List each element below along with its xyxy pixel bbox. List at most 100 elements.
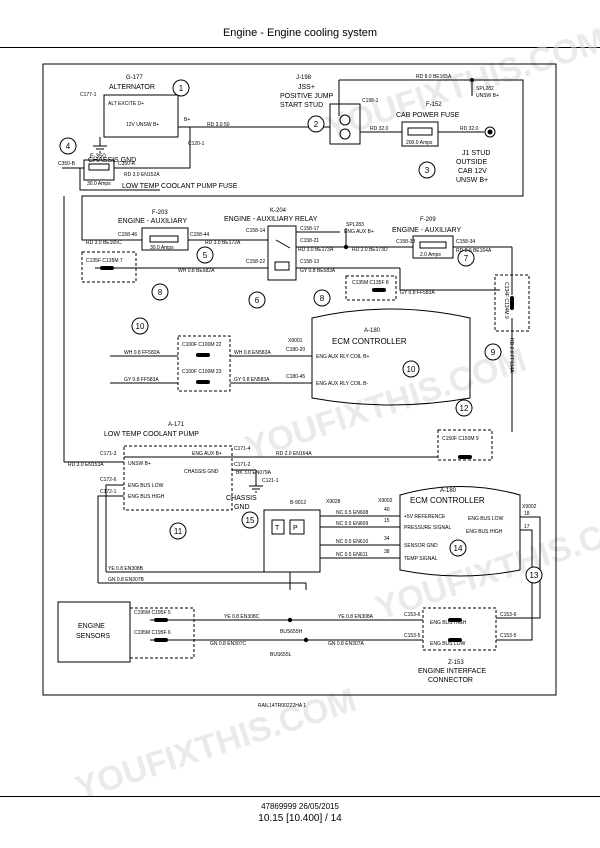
eic-c5r: C153-5 xyxy=(500,633,517,639)
connector-c195-box xyxy=(129,607,195,659)
callout-number: 10 xyxy=(407,365,416,374)
sensor-t-label: T xyxy=(275,525,280,532)
callout-number: 13 xyxy=(530,571,539,580)
wire-label-ye308a: YE 0.8 EN308A xyxy=(338,614,374,620)
wire-label-rd3-173a: RD 3.0 BE173A xyxy=(298,247,334,253)
callout-4: 4 xyxy=(59,137,77,155)
spl283-id: SPL283 xyxy=(346,222,364,228)
chassis-gnd-mid-conn: C121-1 xyxy=(262,478,279,484)
bus-l-label: BUS655L xyxy=(270,652,292,658)
callout-number: 1 xyxy=(179,84,184,93)
aux-fuse-right-element xyxy=(419,241,447,249)
wire-label-rd3-50: RD 3.0 50 xyxy=(207,122,230,128)
ltcp-c6: C172-6 xyxy=(100,477,117,483)
aux-fuse-right-c38: C158-38 xyxy=(396,239,415,245)
engine-sensors-l1: ENGINE xyxy=(78,623,105,630)
ecm-top-p20: C180-20 xyxy=(286,347,305,353)
callout-6: 6 xyxy=(248,291,266,309)
jump-stud-id: J-198 xyxy=(296,75,312,81)
wire-label-gy583a-r: GY 0.8 FF583A xyxy=(400,290,435,296)
connector-c134-label: C134F C134M 9 xyxy=(503,282,509,319)
cab-fuse-rating: 200.0 Amps xyxy=(406,140,433,146)
eic-c6: C153-6 xyxy=(404,612,421,618)
ecm-top-conn: X9001 xyxy=(288,338,303,344)
callout-number: 4 xyxy=(66,142,71,151)
eic-c6r: C153-6 xyxy=(500,612,517,618)
jump-stud-terminal-icon-2 xyxy=(339,128,351,140)
ecm-top-pin1: ENG AUX RLY COIL B+ xyxy=(316,354,369,360)
cab-fuse-id: F-152 xyxy=(426,102,442,108)
ecm-bottom-conn-right: X9002 xyxy=(522,504,537,510)
ltcp-pin-gnd: CHASSIS GND xyxy=(184,469,219,475)
callout-13: 11 xyxy=(169,522,187,540)
ecm-bottom-n15: 15 xyxy=(384,518,390,524)
wire-label-rd2-173d: RD 2.0 BE173D xyxy=(352,247,388,253)
alternator-pin-excite: ALT EXCITE D+ xyxy=(108,101,144,107)
ecm-bottom-conn-left: X9002 xyxy=(378,498,393,504)
cab-fuse-box xyxy=(401,121,439,147)
ecm-bottom-id: A-180 xyxy=(440,488,457,494)
j1-stud-l1: J1 STUD xyxy=(462,150,490,157)
chassis-gnd-top-label: CHASSIS GND xyxy=(88,157,136,164)
wire-label-wh582a: WH 0.8 BE582A xyxy=(178,268,215,274)
callout-number: 9 xyxy=(491,348,496,357)
wire-label-rd2-164a: RD 2.0 BE164A xyxy=(456,248,492,254)
wire-label-rd3-172a: RD 3.0 BE172A xyxy=(205,240,241,246)
eic-l2: CONNECTOR xyxy=(428,677,473,684)
sensor-box xyxy=(263,509,321,573)
relay-coil-icon xyxy=(274,261,290,271)
wire-label-nc610: NC 0.5 EN610 xyxy=(336,539,368,545)
j1-stud-l2: OUTSIDE xyxy=(456,159,487,166)
footer-page-ref: 10.15 [10.400] / 14 xyxy=(258,813,342,824)
footer-rule xyxy=(0,796,600,797)
ltcp-pin-unsw: UNSW B+ xyxy=(128,461,151,467)
ecm-bottom-n40: 40 xyxy=(384,507,390,513)
ltcp-fuse-box xyxy=(83,159,115,181)
spl282-label: UNSW B+ xyxy=(476,93,499,99)
j1-stud-l4: UNSW B+ xyxy=(456,177,488,184)
connector-c100-22-label: C100F C100M 22 xyxy=(182,342,222,348)
aux-fuse-left-c44: C158-44 xyxy=(190,232,209,238)
connector-c195-6-label: C195M C195F 6 xyxy=(134,630,171,636)
callout-number: 6 xyxy=(255,296,260,305)
callout-number: 5 xyxy=(203,251,208,260)
aux-fuse-left-rating: 30.0 Amps xyxy=(150,245,174,251)
sensor-id: B-9012 xyxy=(290,500,306,506)
footer-doc-code: 47869999 26/05/2015 xyxy=(261,802,339,811)
callout-11: 10 xyxy=(402,360,420,378)
aux-fuse-right-c34: C158-34 xyxy=(456,239,475,245)
aux-fuse-left-id: F-203 xyxy=(152,210,168,216)
aux-relay-c17: C158-17 xyxy=(300,226,319,232)
eic-id: Z-153 xyxy=(448,660,464,666)
connector-c195-5-label: C195M C195F 5 xyxy=(134,610,171,616)
ecm-bottom-pin-high: ENG BUS HIGH xyxy=(466,529,503,535)
callout-number: 8 xyxy=(320,294,325,303)
callout-9: 8 xyxy=(313,289,331,307)
drawing-ref: RAIL14TR00222HA 1 xyxy=(258,703,306,709)
ecm-bottom-n17: 17 xyxy=(524,524,530,530)
callout-number: 14 xyxy=(454,544,463,553)
ltcp-pin-aux: ENG AUX B+ xyxy=(192,451,222,457)
ecm-bottom-pin-press: PRESSURE SIGNAL xyxy=(404,525,451,531)
aux-relay-box xyxy=(267,225,297,281)
ecm-top-shape xyxy=(311,308,471,406)
spl283-label: ENG AUX B+ xyxy=(344,229,374,235)
eic-l1: ENGINE INTERFACE xyxy=(418,668,486,675)
ecm-bottom-n38: 38 xyxy=(384,549,390,555)
wire-label-rd32-a: RD 32.0 xyxy=(370,126,389,132)
j1-stud-l3: CAB 12V xyxy=(458,168,487,175)
aux-relay-name: ENGINE - AUXILIARY RELAY xyxy=(224,216,318,223)
jump-stud-name-3: START STUD xyxy=(280,102,323,109)
callout-2: 2 xyxy=(307,115,325,133)
alternator-name: ALTERNATOR xyxy=(109,84,155,91)
ltcp-fuse-conn-a: C350-A xyxy=(118,161,136,167)
wire-label-wh582-ff: WH 0.8 FF582A xyxy=(124,350,161,356)
aux-fuse-right-rating: 2.0 Amps xyxy=(420,252,441,258)
ecm-top-id: A-180 xyxy=(364,328,381,334)
connector-c150-box xyxy=(437,429,493,461)
ltcp-fuse-id: F-350 xyxy=(90,154,106,160)
ltcp-fuse-element xyxy=(88,163,110,171)
pressure-sensor-icon xyxy=(289,519,305,535)
aux-fuse-right-name: ENGINE - AUXILIARY xyxy=(392,227,461,234)
